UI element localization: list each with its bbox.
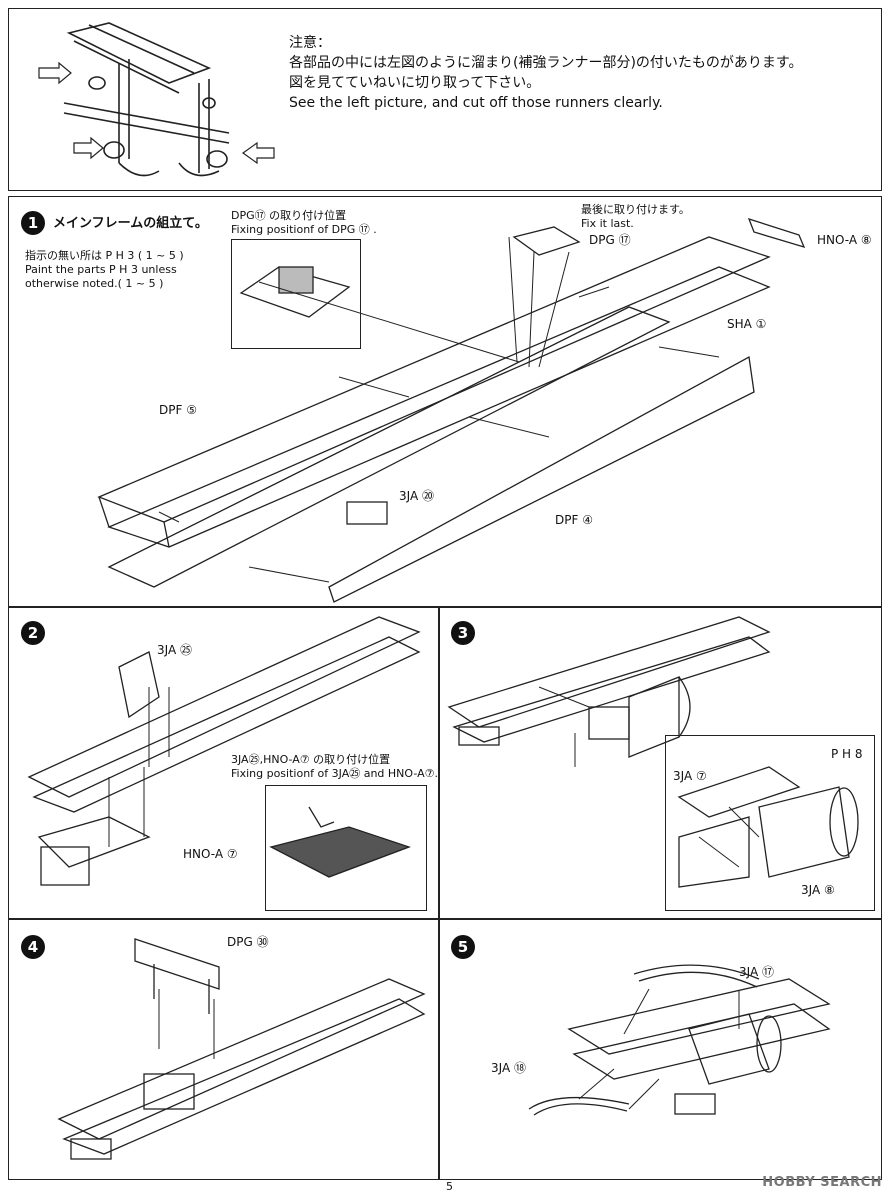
step-3-illustration: [447, 616, 859, 888]
label-3ja25: 3JA ㉕: [157, 643, 192, 657]
step-3-badge: 3: [451, 621, 475, 645]
label-dpf4: DPF ④: [555, 513, 593, 527]
runner-illustration: [38, 22, 275, 177]
step-2-badge: 2: [21, 621, 45, 645]
label-3ja8: 3JA ⑧: [801, 883, 835, 897]
main-frame-illustration: [97, 217, 806, 603]
paint-instruction-jp: 指示の無い所は P H 3 ( 1 ~ 5 ): [25, 249, 184, 262]
note-panel: 注意： 各部品の中には左図のように溜まり(補強ランナー部分)の付いたものがありま…: [8, 8, 882, 191]
dpg17-inset-frame: [231, 239, 361, 349]
label-3ja7: 3JA ⑦: [673, 769, 707, 783]
step-2-inset-title-jp: 3JA㉕,HNO-A⑦ の取り付け位置: [231, 753, 391, 766]
step-4-panel: 4 DPG ㉚: [8, 918, 440, 1180]
step-3-inset-frame: [665, 735, 875, 911]
label-dpg17: DPG ⑰: [589, 233, 631, 247]
dpg17-inset-title-jp: DPG⑰ の取り付け位置: [231, 209, 347, 222]
note-line-1: 各部品の中には左図のように溜まり(補強ランナー部分)の付いたものがあります。: [289, 55, 803, 71]
label-3ja17: 3JA ⑰: [739, 965, 774, 979]
paint-instruction-en-2: otherwise noted.( 1 ~ 5 ): [25, 277, 164, 290]
fix-last-en: Fix it last.: [581, 217, 634, 230]
label-dpf5: DPF ⑤: [159, 403, 197, 417]
label-sha1: SHA ①: [727, 317, 767, 331]
step-2-inset-title-en: Fixing positionf of 3JA㉕ and HNO-A⑦.: [231, 767, 438, 780]
label-hnoa7: HNO-A ⑦: [183, 847, 238, 861]
dpg17-inset-title-en: Fixing positionf of DPG ⑰ .: [231, 223, 377, 236]
step-2-illustration: [27, 616, 421, 886]
label-3ja18: 3JA ⑱: [491, 1061, 526, 1075]
label-dpg30: DPG ㉚: [227, 935, 269, 949]
step-1-badge: 1: [21, 211, 45, 235]
step-5-badge: 5: [451, 935, 475, 959]
step-1-panel: 1 メインフレームの組立て。 指示の無い所は P H 3 ( 1 ~ 5 ) P…: [8, 196, 882, 608]
step-4-illustration: [57, 938, 426, 1160]
step-4-badge: 4: [21, 935, 45, 959]
page-number: 5: [446, 1180, 453, 1193]
step-5-panel: 5 3JA ⑰ 3JA ⑱: [438, 918, 882, 1180]
step-2-panel: 2 3JA ㉕ 3JA㉕,HNO-A⑦ の取り付け位置 Fixing posit…: [8, 606, 440, 920]
label-3ja20: 3JA ⑳: [399, 489, 434, 503]
step-2-inset-frame: [265, 785, 427, 911]
fix-last-jp: 最後に取り付けます。: [581, 203, 690, 216]
note-title: 注意：: [289, 35, 331, 51]
step-3-panel: 3 P H 8 3JA ⑦ 3JA ⑧: [438, 606, 882, 920]
paint-instruction-en-1: Paint the parts P H 3 unless: [25, 263, 177, 276]
note-line-2: 図を見てていねいに切り取って下さい。: [289, 75, 541, 91]
note-line-3: See the left picture, and cut off those …: [289, 95, 663, 111]
watermark-logo: HOBBY SEARCH: [762, 1175, 882, 1190]
label-ph8: P H 8: [831, 747, 863, 761]
step-1-title: メインフレームの組立て。: [53, 216, 208, 231]
step-5-illustration: [528, 964, 831, 1116]
label-hnoa8: HNO-A ⑧: [817, 233, 872, 247]
